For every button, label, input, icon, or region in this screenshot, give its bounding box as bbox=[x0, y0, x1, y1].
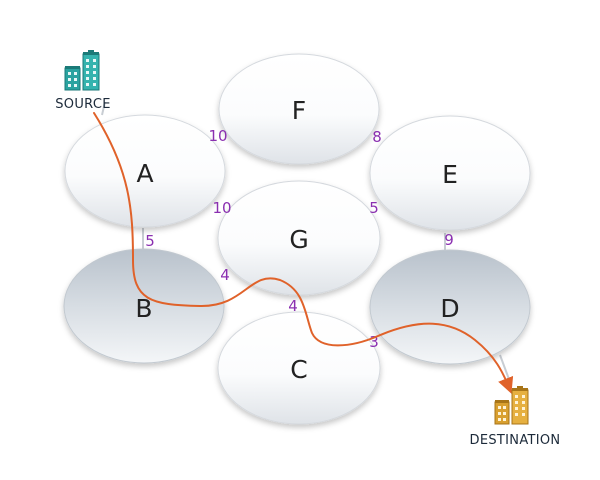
node-f-label: F bbox=[292, 96, 306, 125]
source-buildings-icon bbox=[64, 50, 100, 91]
weight-g-c: 4 bbox=[288, 297, 298, 315]
node-a[interactable] bbox=[64, 114, 226, 228]
weight-f-e: 8 bbox=[372, 128, 382, 146]
source-label: SOURCE bbox=[55, 97, 110, 112]
weight-a-g: 10 bbox=[212, 199, 231, 217]
node-e-label: E bbox=[442, 160, 458, 189]
node-g-label: G bbox=[289, 225, 308, 254]
node-e[interactable] bbox=[369, 115, 531, 231]
node-b[interactable] bbox=[63, 248, 225, 364]
weight-a-b: 5 bbox=[145, 232, 155, 250]
node-f[interactable] bbox=[218, 53, 380, 165]
node-c[interactable] bbox=[217, 311, 381, 425]
destination-label: DESTINATION bbox=[470, 433, 561, 448]
node-d[interactable] bbox=[369, 249, 531, 365]
node-a-label: A bbox=[136, 159, 153, 188]
node-b-label: B bbox=[135, 294, 152, 323]
weight-b-g: 4 bbox=[220, 266, 230, 284]
weight-a-f: 10 bbox=[208, 127, 227, 145]
weight-g-e: 5 bbox=[369, 199, 379, 217]
weight-c-d: 3 bbox=[369, 333, 379, 351]
weight-e-d: 9 bbox=[444, 231, 454, 249]
node-d-label: D bbox=[440, 294, 459, 323]
route-path bbox=[93, 112, 514, 394]
node-c-label: C bbox=[290, 355, 307, 384]
destination-buildings-icon bbox=[494, 386, 529, 425]
